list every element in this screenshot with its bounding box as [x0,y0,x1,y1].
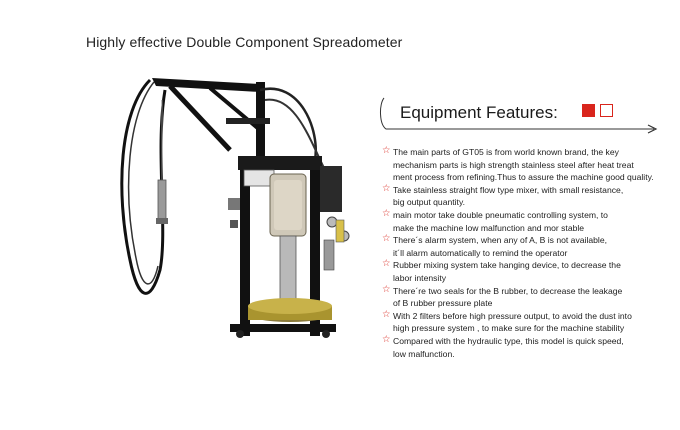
feature-line: ment process from refining.Thus to assur… [393,172,654,183]
red-star-icon: ☆ [382,233,391,245]
feature-item: ☆There´re two seals for the B rubber, to… [382,283,672,310]
feature-line: of B rubber pressure plate [393,298,493,309]
red-square-icon [582,104,595,117]
page-title: Highly effective Double Component Spread… [86,34,403,50]
feature-line: high pressure system , to make sure for … [393,323,625,334]
feature-line: There´re two seals for the B rubber, to … [393,285,623,296]
spreadometer-machine-image [120,78,350,338]
features-title: Equipment Features: [400,103,558,122]
feature-line: Compared with the hydraulic type, this m… [393,335,624,346]
red-star-icon: ☆ [382,207,391,219]
feature-line: mechanism parts is high strength stainle… [393,159,634,170]
feature-item: ☆Take stainless straight flow type mixer… [382,182,672,209]
feature-line: low malfunction. [393,348,455,359]
feature-line: labor intensity [393,272,447,283]
feature-line: With 2 filters before high pressure outp… [393,310,632,321]
red-outline-square-icon [600,104,613,117]
red-star-icon: ☆ [382,145,391,156]
feature-item: ☆main motor take double pneumatic contro… [382,207,672,234]
feature-item: ☆There´s alarm system, when any of A, B … [382,233,672,259]
red-star-icon: ☆ [382,258,391,270]
header-divider-arrow [380,97,658,134]
feature-line: Take stainless straight flow type mixer,… [393,184,624,195]
feature-item: ☆Compared with the hydraulic type, this … [382,333,672,360]
red-star-icon: ☆ [382,308,391,320]
feature-line: Rubber mixing system take hanging device… [393,260,621,271]
feature-line: The main parts of GT05 is from world kno… [393,147,619,157]
feature-line: big output quantity. [393,197,465,208]
red-star-icon: ☆ [382,333,391,345]
red-star-icon: ☆ [382,182,391,194]
feature-line: it´ll alarm automatically to remind the … [393,247,568,258]
red-star-icon: ☆ [382,283,391,295]
features-header: Equipment Features: [378,96,660,136]
feature-line: make the machine low malfunction and mor… [393,222,585,233]
feature-line: main motor take double pneumatic control… [393,209,608,220]
feature-item: ☆With 2 filters before high pressure out… [382,308,672,335]
features-list: ☆The main parts of GT05 is from world kn… [382,145,672,360]
feature-line: There´s alarm system, when any of A, B i… [393,235,607,246]
feature-item: ☆Rubber mixing system take hanging devic… [382,258,672,284]
feature-item: ☆The main parts of GT05 is from world kn… [382,145,672,184]
